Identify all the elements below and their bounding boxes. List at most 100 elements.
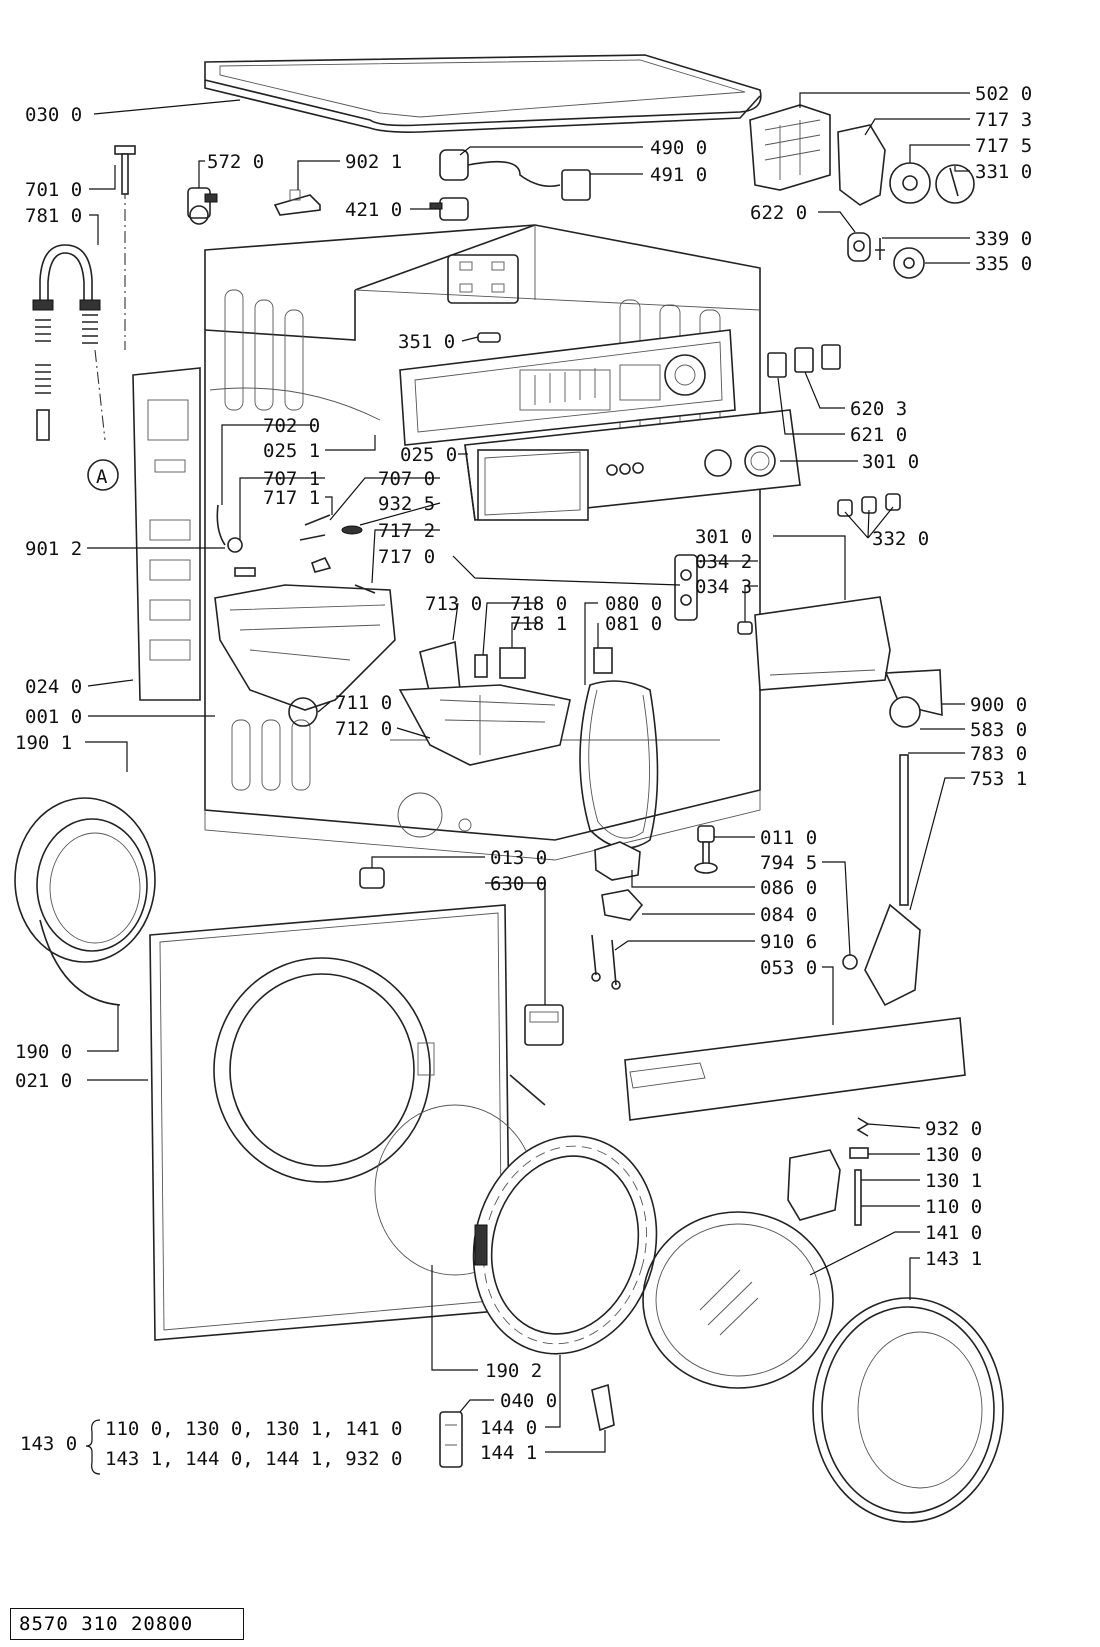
- label-080-0: 080 0: [605, 593, 662, 615]
- door-handle-part: [787, 1117, 870, 1226]
- label-713-0: 713 0: [425, 593, 482, 615]
- label-025-0: 025 0: [400, 444, 457, 466]
- lamp-part: [477, 332, 501, 343]
- label-910-6: 910 6: [760, 931, 817, 953]
- label-034-2: 034 2: [695, 551, 752, 573]
- label-502-0: 502 0: [975, 83, 1032, 105]
- drain-hose-part: [579, 647, 659, 849]
- label-622-0: 622 0: [750, 202, 807, 224]
- top-cover-part: [204, 54, 762, 133]
- label-712-0: 712 0: [335, 718, 392, 740]
- label-620-3: 620 3: [850, 398, 907, 420]
- label-030-0: 030 0: [25, 104, 82, 126]
- drawer-handle-part: [754, 596, 891, 691]
- label-718-0: 718 0: [510, 593, 567, 615]
- label-753-1: 753 1: [970, 768, 1027, 790]
- label-190-0: 190 0: [15, 1041, 72, 1063]
- callout-a: A: [96, 466, 108, 488]
- label-053-0: 053 0: [760, 957, 817, 979]
- dispenser-siphon-part: [419, 640, 526, 696]
- label-190-2: 190 2: [485, 1360, 542, 1382]
- timer-knob-part: [847, 232, 925, 279]
- label-783-0: 783 0: [970, 743, 1027, 765]
- control-panel-part: [464, 409, 801, 521]
- control-panel-frame-part: [399, 329, 736, 446]
- label-707-1: 707 1: [263, 468, 320, 490]
- label-110-0: 110 0: [925, 1196, 982, 1218]
- label-711-0: 711 0: [335, 692, 392, 714]
- label-702-0: 702 0: [263, 415, 320, 437]
- dispenser-drawer-part: [398, 684, 571, 766]
- kit-brace: 143 0 110 0, 130 0, 130 1, 141 0 143 1, …: [20, 1418, 402, 1475]
- door-lock-part: [524, 1004, 564, 1046]
- label-144-1: 144 1: [480, 1442, 537, 1464]
- part-labels: 030 0 701 0 781 0 572 0 902 1 421 0 490 …: [15, 83, 1032, 1464]
- door-glass-part: [642, 1211, 834, 1389]
- detergent-dispenser-part: [214, 504, 396, 727]
- label-490-0: 490 0: [650, 137, 707, 159]
- label-707-0: 707 0: [378, 468, 435, 490]
- push-button-part: [837, 493, 901, 517]
- inlet-valve-part: [187, 187, 218, 225]
- label-141-0: 141 0: [925, 1222, 982, 1244]
- clamp-part: [591, 841, 858, 990]
- label-143-1: 143 1: [925, 1248, 982, 1270]
- label-421-0: 421 0: [345, 199, 402, 221]
- kick-plate-part: [624, 1017, 966, 1121]
- label-901-2: 901 2: [25, 538, 82, 560]
- brace-label: 143 0: [20, 1433, 77, 1455]
- label-717-1: 717 1: [263, 487, 320, 509]
- door-gasket-part: [14, 797, 156, 1006]
- label-900-0: 900 0: [970, 694, 1027, 716]
- label-491-0: 491 0: [650, 164, 707, 186]
- label-902-1: 902 1: [345, 151, 402, 173]
- door-ring-part: [812, 1297, 1004, 1523]
- label-021-0: 021 0: [15, 1070, 72, 1092]
- label-130-1: 130 1: [925, 1170, 982, 1192]
- label-630-0: 630 0: [490, 873, 547, 895]
- label-351-0: 351 0: [398, 331, 455, 353]
- inlet-hose-part: [32, 145, 136, 491]
- label-301-0-handle: 301 0: [695, 526, 752, 548]
- label-084-0: 084 0: [760, 904, 817, 926]
- label-717-0: 717 0: [378, 546, 435, 568]
- hinge-part: [439, 1383, 615, 1468]
- foot-part: [359, 825, 718, 889]
- label-081-0: 081 0: [605, 613, 662, 635]
- label-794-5: 794 5: [760, 852, 817, 874]
- mains-cable-part: [439, 149, 591, 201]
- back-panel-part: [132, 367, 201, 701]
- label-001-0: 001 0: [25, 706, 82, 728]
- switch-part: [767, 344, 841, 378]
- label-621-0: 621 0: [850, 424, 907, 446]
- label-932-0: 932 0: [925, 1118, 982, 1140]
- label-086-0: 086 0: [760, 877, 817, 899]
- label-144-0: 144 0: [480, 1417, 537, 1439]
- cabinet-part: [204, 224, 761, 861]
- label-301-0-console: 301 0: [862, 451, 919, 473]
- manifold-part: [674, 554, 753, 635]
- pressure-switch-part: [864, 669, 943, 1007]
- leader-lines: [85, 92, 970, 1453]
- label-781-0: 781 0: [25, 205, 82, 227]
- label-335-0: 335 0: [975, 253, 1032, 275]
- label-701-0: 701 0: [25, 179, 82, 201]
- label-332-0: 332 0: [872, 528, 929, 550]
- label-034-3: 034 3: [695, 576, 752, 598]
- label-024-0: 024 0: [25, 676, 82, 698]
- label-040-0: 040 0: [500, 1390, 557, 1412]
- document-code: 8570 310 20800: [10, 1608, 244, 1640]
- label-190-1: 190 1: [15, 732, 72, 754]
- label-130-0: 130 0: [925, 1144, 982, 1166]
- brace-line-1: 110 0, 130 0, 130 1, 141 0: [105, 1418, 402, 1440]
- label-339-0: 339 0: [975, 228, 1032, 250]
- electronic-module-part: [749, 104, 975, 206]
- label-011-0: 011 0: [760, 827, 817, 849]
- label-718-1: 718 1: [510, 613, 567, 635]
- label-013-0: 013 0: [490, 847, 547, 869]
- suppressor-part: [273, 189, 321, 216]
- label-932-5: 932 5: [378, 493, 435, 515]
- brace-line-2: 143 1, 144 0, 144 1, 932 0: [105, 1448, 402, 1470]
- label-583-0: 583 0: [970, 719, 1027, 741]
